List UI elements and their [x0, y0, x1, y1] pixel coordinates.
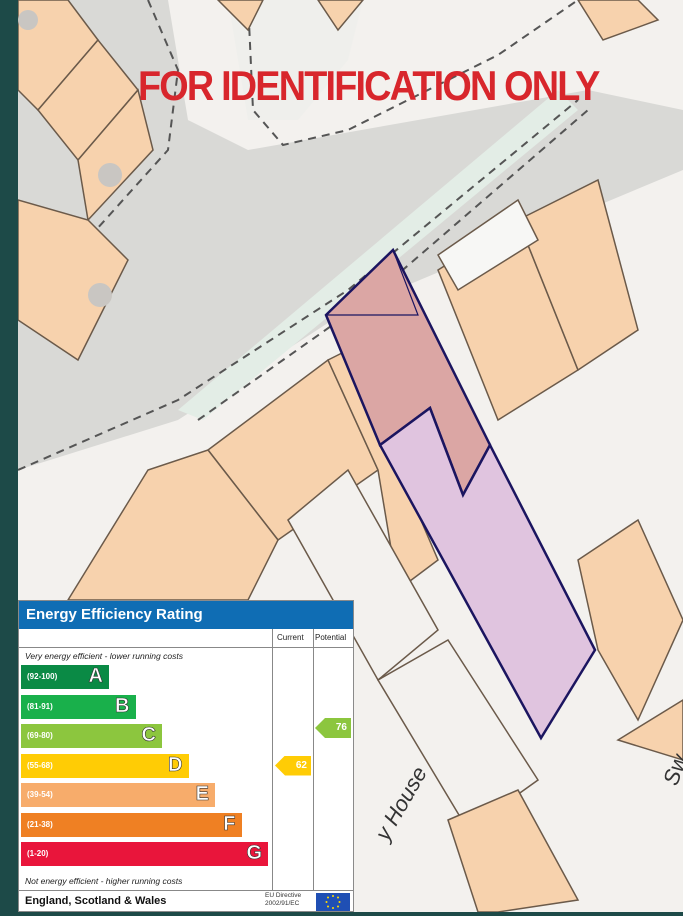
building [216, 0, 264, 32]
energy-efficiency-rating-chart: Energy Efficiency Rating Current Potenti… [18, 600, 354, 912]
building [517, 178, 639, 372]
site-parcel-purple [378, 406, 597, 741]
building [616, 699, 683, 761]
band-range: (92-100) [27, 672, 58, 681]
epc-grid: Current Potential Very energy efficient … [19, 629, 353, 890]
header-divider [19, 647, 353, 648]
band-range: (81-91) [27, 701, 53, 711]
site-plan-map: FOR IDENTIFICATION ONLY y House Sw [18, 0, 683, 912]
building [77, 88, 154, 222]
kerb-dashed-4 [247, 0, 579, 147]
building [376, 638, 540, 832]
band-letter: B [115, 694, 130, 717]
band-range: (1-20) [27, 849, 49, 858]
building [577, 518, 683, 722]
epc-footer: England, Scotland & Wales EU Directive 2… [19, 890, 353, 913]
band-letter: A [88, 665, 103, 688]
kerb-dashed-1 [18, 99, 579, 471]
building [18, 199, 129, 362]
band-range: (21-38) [27, 819, 53, 829]
current-rating-arrow: 62 [275, 755, 311, 776]
column-header-current: Current [277, 633, 304, 642]
tree-symbol [18, 10, 38, 30]
rating-band-e: (39-54) E [21, 783, 215, 807]
band-letter: F [223, 812, 236, 835]
region-label: England, Scotland & Wales [25, 895, 167, 907]
road-area [18, 0, 683, 470]
epc-title: Energy Efficiency Rating [19, 601, 353, 629]
potential-rating-value: 76 [335, 722, 347, 733]
band-range: (39-54) [27, 790, 53, 799]
eu-directive-text: EU Directive 2002/91/EC [265, 892, 301, 908]
current-rating-value: 62 [295, 759, 307, 771]
rating-band-b: (81-91) B [21, 694, 136, 719]
eu-flag-icon [316, 893, 350, 911]
divider-potential [313, 629, 314, 890]
tree-symbol [98, 163, 122, 187]
band-letter: C [141, 724, 156, 747]
potential-rating-arrow: 76 [315, 718, 351, 738]
road-white-bay [228, 0, 363, 120]
eu-directive-line2: 2002/91/EC [265, 900, 300, 907]
rating-band-g: (1-20) G [21, 842, 268, 866]
eu-directive-line1: EU Directive [265, 892, 302, 899]
green-verge [178, 90, 578, 420]
map-drawing [18, 0, 683, 912]
rating-band-d: (55-68) D [21, 753, 189, 778]
divider-current [272, 629, 273, 890]
site-inner-line [326, 249, 419, 316]
rating-band-f: (21-38) F [21, 812, 242, 837]
building [447, 789, 580, 912]
band-letter: G [246, 842, 262, 865]
outbuilding [437, 198, 539, 292]
rating-band-a: (92-100) A [21, 665, 109, 689]
band-letter: D [168, 753, 183, 776]
tree-symbol [88, 283, 112, 307]
building [317, 0, 364, 32]
column-header-potential: Potential [315, 633, 347, 642]
band-range: (69-80) [27, 731, 53, 740]
inefficient-note: Not energy efficient - higher running co… [25, 876, 183, 886]
band-range: (55-68) [27, 760, 53, 770]
efficient-note: Very energy efficient - lower running co… [25, 651, 183, 661]
rating-band-c: (69-80) C [21, 724, 162, 748]
building [577, 0, 660, 41]
band-letter: E [195, 783, 209, 806]
identification-stamp: FOR IDENTIFICATION ONLY [138, 62, 600, 109]
